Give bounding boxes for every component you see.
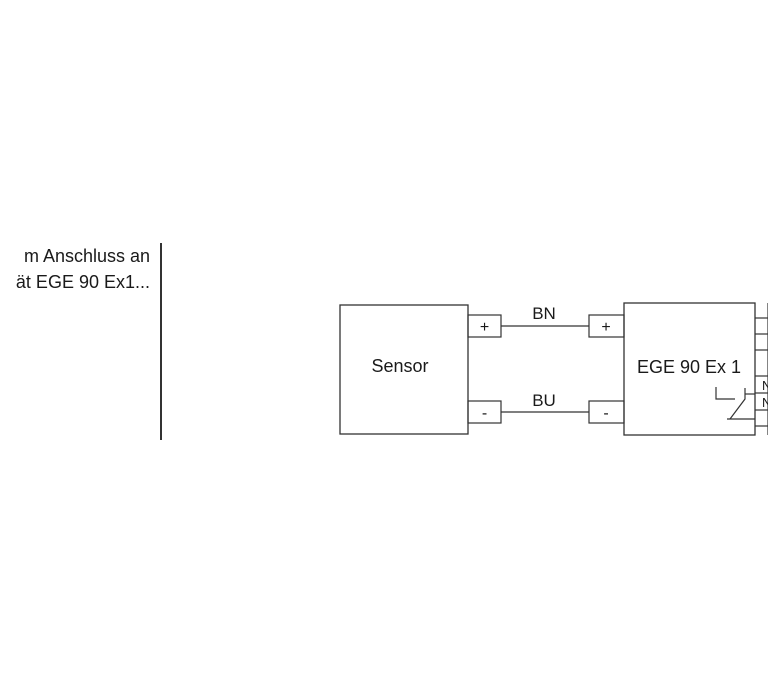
device-plus-symbol: + <box>601 319 610 336</box>
device-right-terminals <box>755 303 768 435</box>
wire-bn-label: BN <box>532 304 556 323</box>
sensor-minus-symbol: - <box>482 405 487 422</box>
device-box <box>623 302 756 436</box>
terminal-mark-n1: N <box>762 378 768 393</box>
relay-switch-icon <box>715 387 755 420</box>
device-minus-symbol: - <box>603 405 608 422</box>
caption-line-2: ät EGE 90 Ex1... <box>15 272 150 292</box>
sensor-box <box>339 304 469 435</box>
terminal-mark-n2: N <box>762 395 768 410</box>
caption-line-1: m Anschluss an <box>23 246 150 266</box>
sensor-label: Sensor <box>371 356 428 376</box>
device-label: EGE 90 Ex 1 <box>637 357 741 377</box>
section-divider <box>160 243 162 440</box>
sensor-plus-symbol: + <box>480 319 489 336</box>
wire-bu-label: BU <box>532 391 556 410</box>
caption-text: m Anschluss an ät EGE 90 Ex1... <box>0 243 150 295</box>
